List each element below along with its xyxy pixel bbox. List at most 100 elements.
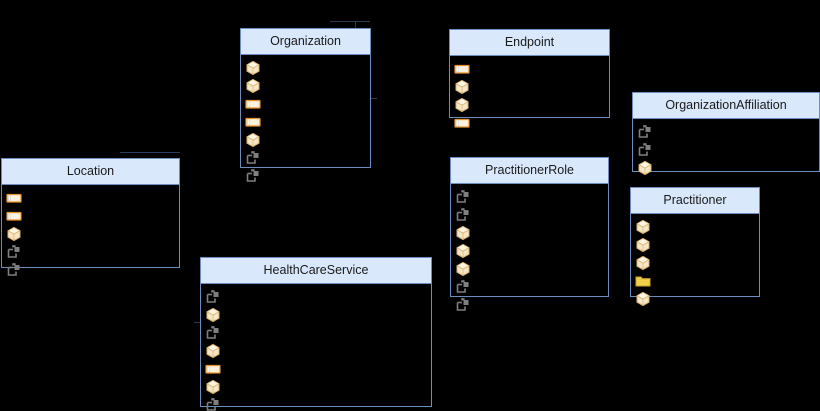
hexagon-icon (455, 243, 471, 259)
hexagon-icon (6, 226, 22, 242)
connector-location-top (120, 152, 180, 153)
entity-box-healthcareservice[interactable]: HealthCareService (200, 257, 432, 411)
attribute-row[interactable] (241, 95, 370, 113)
attribute-row[interactable] (201, 288, 431, 306)
hexagon-icon (245, 78, 261, 94)
entity-box-practitioner[interactable]: Practitioner (630, 187, 760, 307)
link-icon (455, 189, 471, 205)
attribute-row[interactable] (2, 243, 179, 261)
hexagon-icon (635, 255, 651, 271)
hexagon-icon (205, 307, 221, 323)
hexagon-icon (454, 79, 470, 95)
attribute-row[interactable] (2, 207, 179, 225)
field-icon (454, 61, 470, 77)
hexagon-icon (635, 219, 651, 235)
attribute-row[interactable] (450, 114, 609, 132)
field-icon (205, 361, 221, 377)
entity-attributes-endpoint (450, 56, 609, 128)
entity-box-practitionerrole[interactable]: PractitionerRole (450, 157, 609, 311)
connector-organization-top-right (330, 21, 370, 22)
entity-title-organizationaffiliation: OrganizationAffiliation (633, 93, 819, 119)
entity-attributes-organizationaffiliation (633, 119, 819, 176)
attribute-row[interactable] (241, 59, 370, 77)
entity-attributes-location (2, 185, 179, 276)
field-icon (454, 115, 470, 131)
attribute-row[interactable] (241, 113, 370, 131)
connector-organization-right (371, 98, 377, 99)
attribute-row[interactable] (241, 167, 370, 185)
link-icon (6, 244, 22, 260)
attribute-row[interactable] (631, 236, 759, 254)
entity-box-endpoint[interactable]: Endpoint (449, 29, 610, 128)
attribute-row[interactable] (631, 254, 759, 272)
attribute-row[interactable] (201, 324, 431, 342)
attribute-row[interactable] (451, 260, 608, 278)
link-icon (205, 325, 221, 341)
entity-attributes-practitionerrole (451, 184, 608, 311)
entity-title-organization: Organization (241, 29, 370, 55)
entity-title-practitionerrole: PractitionerRole (451, 158, 608, 184)
field-icon (245, 114, 261, 130)
attribute-row[interactable] (241, 77, 370, 95)
hexagon-icon (635, 291, 651, 307)
link-icon (205, 397, 221, 411)
field-icon (6, 190, 22, 206)
connector-healthcareservice-left (194, 322, 201, 323)
entity-title-practitioner: Practitioner (631, 188, 759, 214)
attribute-row[interactable] (451, 224, 608, 242)
link-icon (637, 142, 653, 158)
hexagon-icon (205, 379, 221, 395)
attribute-row[interactable] (631, 218, 759, 236)
link-icon (205, 289, 221, 305)
link-icon (455, 297, 471, 313)
link-icon (245, 150, 261, 166)
attribute-row[interactable] (241, 149, 370, 167)
attribute-row[interactable] (201, 342, 431, 360)
folder-icon (635, 273, 651, 289)
entity-title-location: Location (2, 159, 179, 185)
attribute-row[interactable] (201, 306, 431, 324)
attribute-row[interactable] (451, 206, 608, 224)
attribute-row[interactable] (633, 141, 819, 159)
hexagon-icon (637, 160, 653, 176)
link-icon (637, 124, 653, 140)
attribute-row[interactable] (451, 296, 608, 314)
attribute-row[interactable] (2, 225, 179, 243)
attribute-row[interactable] (201, 396, 431, 411)
attribute-row[interactable] (451, 242, 608, 260)
attribute-row[interactable] (450, 78, 609, 96)
attribute-row[interactable] (450, 60, 609, 78)
attribute-row[interactable] (633, 159, 819, 177)
attribute-row[interactable] (2, 261, 179, 279)
link-icon (245, 168, 261, 184)
link-icon (6, 262, 22, 278)
attribute-row[interactable] (451, 278, 608, 296)
entity-box-organizationaffiliation[interactable]: OrganizationAffiliation (632, 92, 820, 176)
attribute-row[interactable] (450, 96, 609, 114)
attribute-row[interactable] (631, 272, 759, 290)
link-icon (455, 207, 471, 223)
attribute-row[interactable] (241, 131, 370, 149)
hexagon-icon (455, 225, 471, 241)
entity-title-healthcareservice: HealthCareService (201, 258, 431, 284)
attribute-row[interactable] (633, 123, 819, 141)
hexagon-icon (245, 132, 261, 148)
entity-attributes-healthcareservice (201, 284, 431, 411)
hexagon-icon (454, 97, 470, 113)
hexagon-icon (205, 343, 221, 359)
entity-box-organization[interactable]: Organization (240, 28, 371, 182)
field-icon (6, 208, 22, 224)
entity-attributes-practitioner (631, 214, 759, 307)
link-icon (455, 279, 471, 295)
attribute-row[interactable] (201, 378, 431, 396)
entity-title-endpoint: Endpoint (450, 30, 609, 56)
hexagon-icon (635, 237, 651, 253)
attribute-row[interactable] (2, 189, 179, 207)
attribute-row[interactable] (451, 188, 608, 206)
entity-box-location[interactable]: Location (1, 158, 180, 276)
entity-attributes-organization (241, 55, 370, 182)
connector-organization-top (355, 22, 356, 29)
attribute-row[interactable] (201, 360, 431, 378)
attribute-row[interactable] (631, 290, 759, 308)
